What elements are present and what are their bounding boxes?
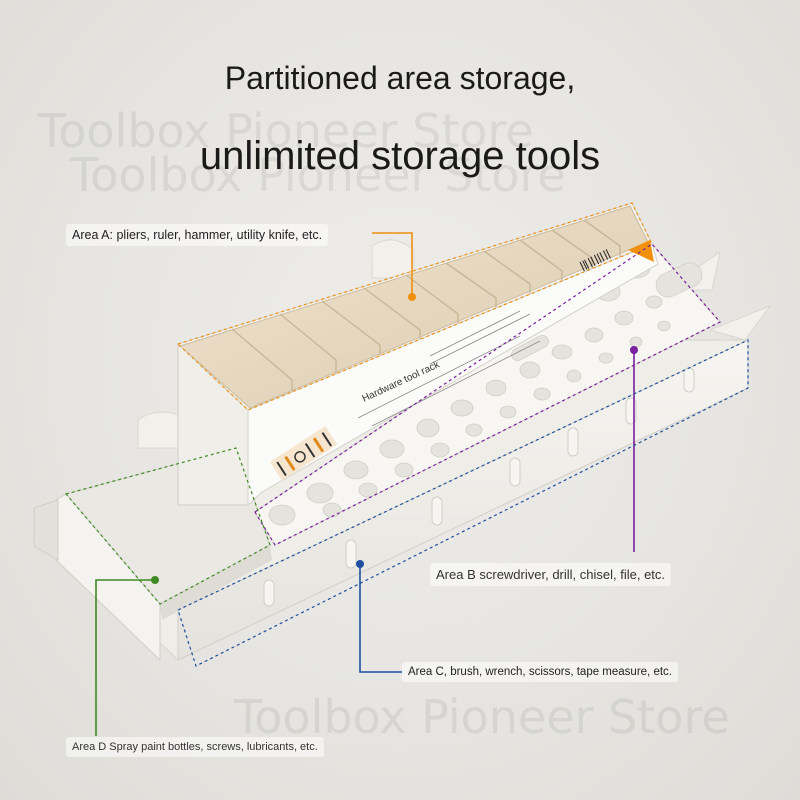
tool-holes bbox=[268, 257, 703, 526]
corner-accent bbox=[628, 240, 654, 262]
barcode bbox=[579, 249, 611, 272]
area-d-description: Spray paint bottles, screws, lubricants,… bbox=[106, 741, 318, 753]
tray-clip bbox=[33, 499, 59, 561]
area-c-description: brush, wrench, scissors, tape measure, e… bbox=[447, 666, 672, 678]
area-c-leader bbox=[359, 564, 402, 673]
watermark-text: Toolbox Pioneer Store bbox=[38, 104, 534, 158]
mount-flange bbox=[708, 304, 772, 341]
area-a-callout: Area A: pliers, ruler, hammer, utility k… bbox=[66, 224, 329, 246]
label-fine-print bbox=[357, 310, 541, 427]
area-b-key: Area B bbox=[436, 567, 476, 582]
tray-lip bbox=[160, 545, 272, 620]
area-d-marker bbox=[151, 576, 159, 584]
area-d-callout: Area D Spray paint bottles, screws, lubr… bbox=[66, 737, 324, 757]
area-d-leader bbox=[95, 579, 155, 736]
area-a-key: Area A: bbox=[72, 228, 113, 242]
headline-line-2: unlimited storage tools bbox=[199, 134, 601, 178]
area-c-callout: Area C, brush, wrench, scissors, tape me… bbox=[402, 662, 678, 682]
area-a-description: pliers, ruler, hammer, utility knife, et… bbox=[113, 228, 323, 242]
area-a-leader bbox=[372, 232, 413, 297]
area-b-callout: Area B screwdriver, drill, chisel, file,… bbox=[430, 563, 672, 586]
area-b-description: screwdriver, drill, chisel, file, etc. bbox=[475, 567, 666, 582]
area-d-outline bbox=[64, 447, 271, 605]
area-c-key: Area C, bbox=[408, 666, 447, 678]
area-b-outline bbox=[254, 243, 721, 546]
area-a-marker bbox=[408, 293, 416, 301]
area-c-outline bbox=[177, 339, 749, 667]
watermark-text: Toolbox Pioneer Store bbox=[234, 690, 730, 744]
area-b-marker bbox=[630, 346, 638, 354]
area-c-marker bbox=[356, 560, 364, 568]
area-d-key: Area D bbox=[72, 741, 107, 753]
headline-line-1: Partitioned area storage, bbox=[224, 60, 576, 96]
watermark-text: Toolbox Pioneer Store bbox=[70, 148, 566, 202]
